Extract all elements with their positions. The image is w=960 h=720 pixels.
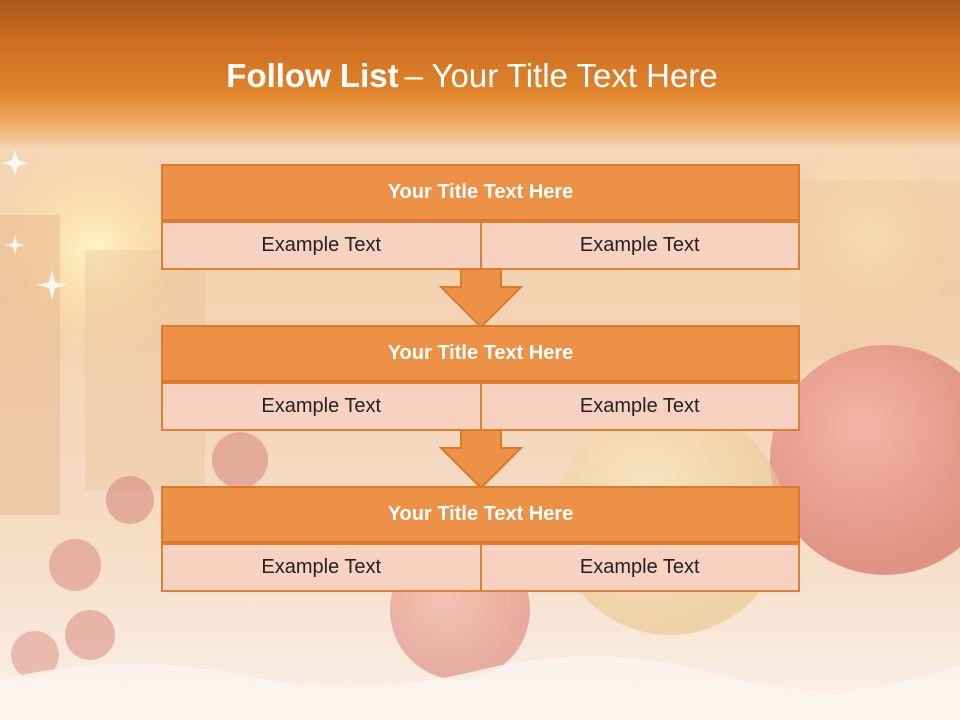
block-1-title[interactable]: Your Title Text Here [161, 164, 800, 221]
block-2-left-cell[interactable]: Example Text [161, 382, 482, 431]
list-block-1: Your Title Text Here Example Text Exampl… [161, 164, 800, 270]
slide-title-bold: Follow List [226, 57, 399, 94]
block-3-row: Example Text Example Text [161, 543, 800, 592]
block-2-title[interactable]: Your Title Text Here [161, 325, 800, 382]
block-1-right-cell[interactable]: Example Text [481, 221, 800, 270]
block-3-left-cell[interactable]: Example Text [161, 543, 482, 592]
block-1-left-cell[interactable]: Example Text [161, 221, 482, 270]
block-3-title[interactable]: Your Title Text Here [161, 486, 800, 543]
down-arrow-icon [439, 430, 523, 490]
slide-title-rest: – Your Title Text Here [404, 57, 718, 94]
down-arrow-icon [439, 269, 523, 329]
block-1-row: Example Text Example Text [161, 221, 800, 270]
title-band [0, 0, 960, 150]
block-2-row: Example Text Example Text [161, 382, 800, 431]
block-2-right-cell[interactable]: Example Text [481, 382, 800, 431]
list-block-3: Your Title Text Here Example Text Exampl… [161, 486, 800, 592]
list-block-2: Your Title Text Here Example Text Exampl… [161, 325, 800, 431]
block-3-right-cell[interactable]: Example Text [481, 543, 800, 592]
slide-title: Follow List– Your Title Text Here [0, 55, 944, 97]
